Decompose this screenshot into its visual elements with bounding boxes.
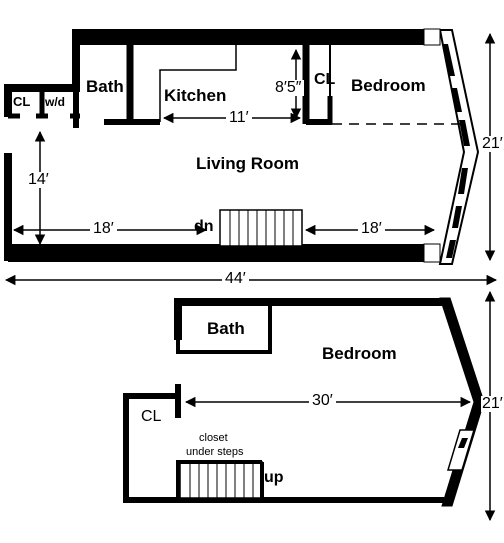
closet-under-steps-line2: under steps: [186, 446, 244, 458]
room-label-wd: w/d: [45, 95, 65, 109]
lower-floor: [123, 290, 496, 522]
room-label-bedroom-lower: Bedroom: [322, 344, 397, 363]
dim-label-30: 30′: [309, 393, 336, 409]
upper-bay-window-3: [459, 120, 470, 146]
upper-bay-window-6: [446, 240, 456, 258]
room-label-bath-lower: Bath: [207, 319, 245, 338]
kitchen-counter: [159, 44, 237, 122]
upper-staircase: [219, 209, 303, 247]
room-label-cl: CL: [13, 94, 31, 109]
room-label-kitchen: Kitchen: [164, 86, 227, 105]
dim-label-18-left: 18′: [90, 221, 117, 237]
dim-label-8-5: 8′5″: [272, 80, 305, 96]
dim-label-21-upper: 21′: [481, 135, 504, 152]
upper-bay-window-4: [458, 168, 468, 194]
room-label-living: Living Room: [196, 154, 299, 173]
room-label-cl2: CL: [314, 71, 336, 88]
closet-under-steps-line1: closet: [199, 432, 228, 444]
upper-bay-window-1: [442, 44, 455, 76]
lower-bay-window-bar: [458, 438, 468, 448]
dim-label-11: 11′: [226, 110, 252, 126]
upper-bay-post-bottom: [423, 243, 441, 263]
upper-bay-wall: [438, 29, 480, 265]
dim-label-18-right: 18′: [358, 221, 385, 237]
dim-label-14: 14′: [25, 172, 52, 188]
stairs-label-up: up: [264, 469, 284, 486]
upper-bay-post-top: [423, 28, 441, 46]
room-label-cl-lower: CL: [141, 408, 162, 425]
upper-bay-window-5: [452, 206, 462, 228]
room-label-bedroom-upper: Bedroom: [351, 76, 426, 95]
upper-floor: [4, 28, 498, 286]
room-label-bath: Bath: [86, 77, 124, 96]
dim-label-21-lower: 21′: [481, 395, 504, 412]
lower-west-wall: [123, 393, 444, 503]
upper-bay-window-2: [451, 88, 462, 112]
lower-bay-window: [446, 429, 476, 471]
dim-label-44: 44′: [222, 271, 249, 287]
stairs-label-dn: dn: [194, 218, 214, 235]
bottom-wall-thick: [8, 244, 430, 262]
top-wall-thick: [72, 29, 424, 45]
lower-staircase: [179, 461, 263, 499]
